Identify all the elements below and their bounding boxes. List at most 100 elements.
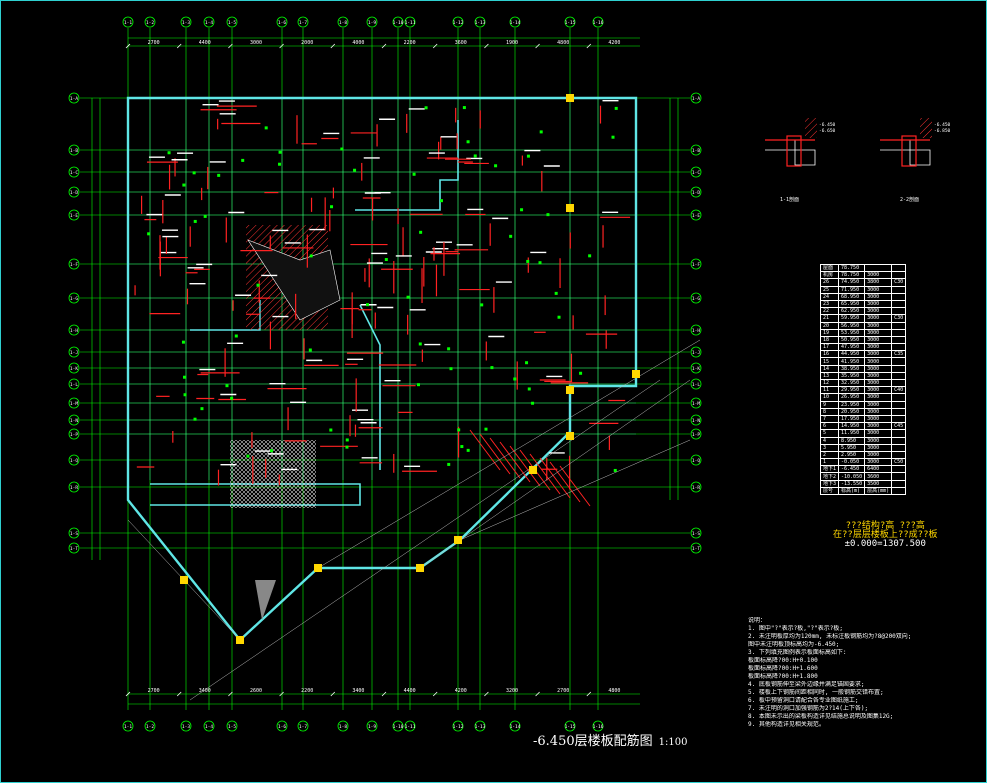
elev-cell: 3000 [864, 350, 893, 359]
elev-cell: 6 [819, 422, 840, 431]
elev-cell: 14.950 [838, 422, 866, 431]
elev-cell: 26.950 [838, 393, 866, 402]
axis-label: 1-4 [205, 724, 213, 730]
axis-bubble [68, 292, 80, 304]
dim-tick [484, 43, 489, 49]
note-line: 2. 未注明板厚均为120mm, 未标注板钢筋均为?8@200双向; [748, 633, 912, 640]
axis-label: 1-S [692, 531, 700, 537]
title-text: -6.450层楼板配筋图 [533, 734, 653, 749]
dim-text: 2200 [301, 688, 313, 694]
elevation-note: ???结构?高 ???高 在??层层楼板上??成??板 ±0.000=1307.… [833, 522, 938, 549]
elev-cell: 25 [819, 285, 840, 294]
axis-bubble [68, 166, 80, 178]
axis-label: 1-J [70, 350, 78, 356]
elev-cell: 3000 [864, 443, 893, 452]
rebar-node [147, 232, 151, 236]
elev-cell: 71.950 [838, 285, 866, 294]
axis-bubble [690, 209, 702, 221]
plan-body [126, 94, 701, 701]
rebar-node [203, 214, 207, 218]
elev-cell: 3000 [864, 378, 893, 388]
rebar-diag [529, 453, 561, 495]
axis-label: 1-6 [278, 724, 286, 730]
column [314, 564, 322, 572]
rebar-node [462, 106, 466, 110]
axis-label: 1-Q [692, 458, 700, 464]
section-outline [765, 140, 816, 166]
section-caption-left: 1-1剖面 [780, 197, 800, 203]
axis-bubble [68, 346, 80, 358]
elev-cell: 层高(mm) [864, 486, 893, 496]
axis-bubble [690, 527, 702, 539]
axis-bubble [564, 720, 576, 732]
elev-cell: -6.450 [838, 465, 866, 474]
axis-bubble [68, 414, 80, 426]
inclined-grid [459, 439, 691, 541]
rebar-node [183, 375, 187, 379]
section-wall [805, 118, 817, 138]
elev-cell: 8 [819, 407, 840, 416]
dim-text: 4800 [557, 40, 569, 46]
grade-cell: C30 [891, 278, 907, 287]
axis-bubble [690, 292, 702, 304]
grade-cell [891, 429, 907, 438]
axis-bubble [690, 542, 702, 554]
grade-cell [891, 400, 907, 409]
column [236, 636, 244, 644]
rebar-node [531, 401, 535, 405]
notes-heading: 说明： [748, 617, 767, 624]
elev-cell [864, 263, 893, 273]
rebar-node [246, 454, 250, 458]
elev-cell: 3000 [864, 335, 893, 345]
title-scale: 1:100 [658, 737, 688, 748]
axis-bubble [180, 720, 192, 732]
elev-cell: 78.750 [838, 263, 866, 273]
axis-label: 1-B [70, 148, 78, 154]
dim-tick [330, 691, 336, 697]
elev-cell: 14 [819, 364, 840, 373]
elev-cell: 8.950 [838, 436, 866, 445]
axis-label: 1-M [692, 401, 700, 407]
axis-label: 1-9 [368, 20, 376, 26]
elev-cell: 3000 [864, 386, 893, 395]
rebar-node [418, 342, 422, 346]
axis-label: 1-D [70, 190, 78, 196]
rebar-node [406, 295, 410, 299]
grade-cell [891, 335, 907, 345]
axis-label: 1-L [692, 382, 700, 388]
elev-cell: 16 [819, 350, 840, 359]
elev-cell: 74.950 [838, 278, 866, 287]
dim-text: 4200 [455, 688, 467, 694]
grade-cell: C35 [891, 350, 907, 359]
elev-cell: 78.750 [838, 271, 866, 280]
rebar-node [384, 258, 388, 262]
axis-bubble [474, 720, 486, 732]
inclined-grid [189, 379, 661, 701]
grade-cell [891, 271, 907, 280]
rebar-node [230, 396, 234, 400]
elev-cell: 3000 [864, 371, 893, 381]
section-outline [880, 140, 931, 166]
axis-bubble [690, 166, 702, 178]
axis-label: 1-1 [124, 724, 132, 730]
rebar-node [525, 361, 529, 365]
elev-cell: 24 [819, 292, 840, 301]
axis-label: 1-3 [182, 20, 190, 26]
dim-tick [176, 43, 182, 49]
dim-text: 3400 [352, 688, 364, 694]
axis-bubble [509, 720, 521, 732]
axis-label: 1-N [70, 418, 78, 424]
elev-cell: 56.950 [838, 321, 866, 330]
elev-cell: 3000 [864, 407, 893, 416]
elev-cell: -10.050 [838, 472, 866, 481]
rebar-node [557, 315, 561, 319]
elev-cell: 23.950 [838, 400, 866, 409]
